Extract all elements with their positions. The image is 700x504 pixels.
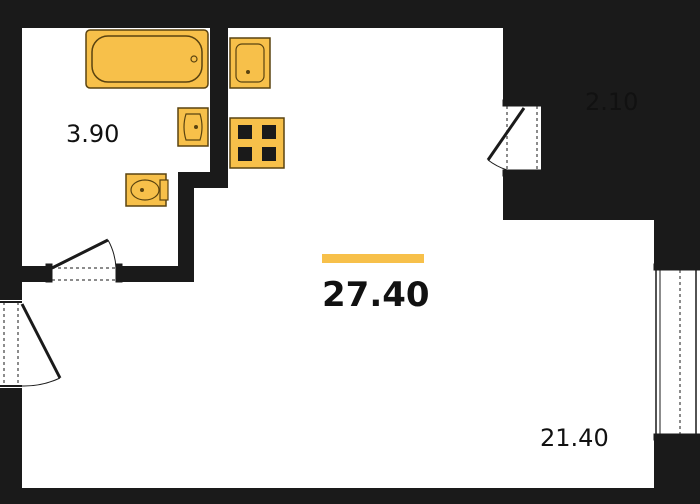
storage-wall <box>503 0 700 220</box>
bathroom-area-label: 3.90 <box>66 120 119 148</box>
total-area-label: 27.40 <box>322 275 430 315</box>
window-opening <box>654 268 700 438</box>
toilet <box>125 173 169 207</box>
washbasin <box>177 107 209 147</box>
stove <box>229 117 285 169</box>
partition-lower <box>178 172 194 282</box>
entrance-door <box>0 301 62 387</box>
entrance-opening <box>0 300 22 388</box>
storage-door <box>486 99 542 177</box>
total-area-accent-bar <box>322 254 424 263</box>
bathroom-door <box>45 238 123 283</box>
sink <box>229 37 271 89</box>
bathtub <box>85 29 209 89</box>
right-window <box>653 263 700 441</box>
bathroom-opening <box>50 266 120 282</box>
storage-opening <box>503 104 541 174</box>
partition-vertical <box>210 28 228 188</box>
openings <box>0 104 700 438</box>
storage-area-label: 2.10 <box>585 88 638 116</box>
living-area-label: 21.40 <box>540 424 609 452</box>
